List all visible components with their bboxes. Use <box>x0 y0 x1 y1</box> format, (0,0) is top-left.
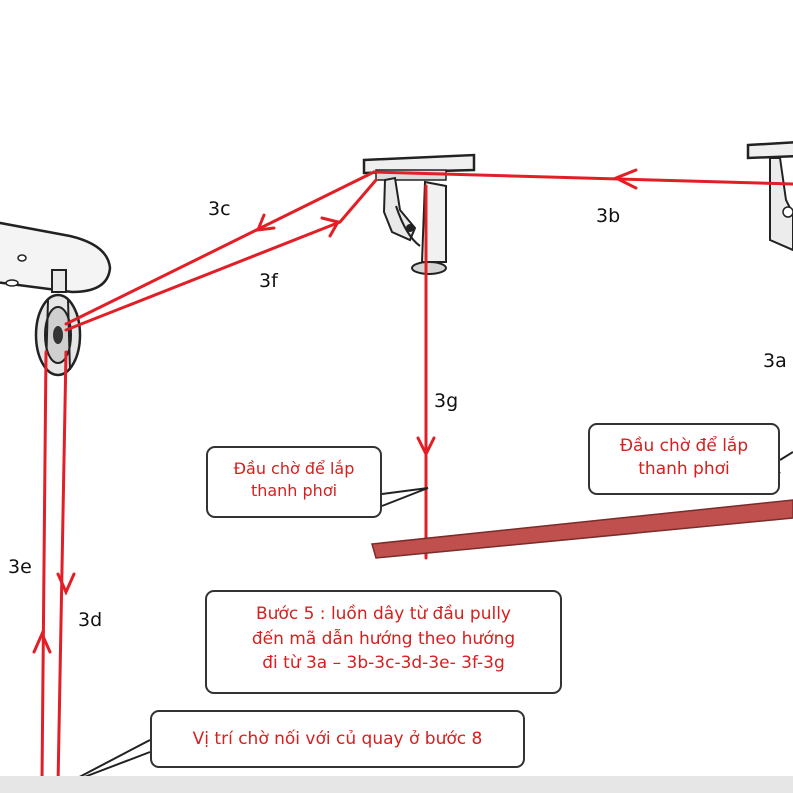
arrow-3g <box>416 436 436 458</box>
arrow-3e <box>32 630 52 654</box>
label-3g: 3g <box>434 390 459 412</box>
arrow-3d <box>56 572 76 596</box>
arrow-3c <box>255 213 276 232</box>
rope-3b <box>372 170 793 186</box>
left-pulley-bracket <box>0 221 112 377</box>
rope-upper-return <box>338 178 378 224</box>
label-3e: 3e <box>8 556 32 578</box>
label-3f: 3f <box>259 270 278 292</box>
callout-wait-left-line1: Đầu chờ để lắp <box>233 459 355 478</box>
callout-step5-instruction: Bước 5 : luồn dây từ đầu pully đến mã dẫ… <box>205 590 562 694</box>
rope-3d-3e <box>40 350 68 788</box>
step5-line3: đi từ 3a – 3b-3c-3d-3e- 3f-3g <box>262 653 505 674</box>
label-3c: 3c <box>208 198 231 220</box>
callout-wait-left-line2: thanh phơi <box>250 480 338 500</box>
rope-3c <box>64 170 376 326</box>
rope-3f <box>64 220 342 332</box>
label-3b: 3b <box>596 205 621 227</box>
drying-bar <box>371 499 793 559</box>
position-note-text: Vị trí chờ nối với củ quay ở bước 8 <box>192 729 483 749</box>
step5-line2: đến mã dẫn hướng theo hướng <box>251 628 516 649</box>
label-3a: 3a <box>763 350 787 372</box>
middle-guide-fixture <box>362 153 476 275</box>
bottom-band <box>0 776 793 793</box>
callout-wait-point-left: Đầu chờ để lắp thanh phơi <box>206 446 382 518</box>
arrow-3b <box>612 168 638 190</box>
label-3d: 3d <box>78 609 103 631</box>
right-guide-fixture <box>746 141 793 252</box>
callout-position-note: Vị trí chờ nối với củ quay ở bước 8 <box>150 710 525 768</box>
callout-wait-right-line1: Đầu chờ để lắp <box>619 436 749 456</box>
arrow-3f <box>320 216 341 238</box>
step5-line1: Bước 5 : luồn dây từ đầu pully <box>256 604 511 624</box>
top-background <box>0 0 793 115</box>
callout-wait-right-line2: thanh phơi <box>638 458 730 479</box>
rope-arrows <box>32 168 638 654</box>
callout-wait-point-right: Đầu chờ để lắp thanh phơi <box>588 423 780 495</box>
